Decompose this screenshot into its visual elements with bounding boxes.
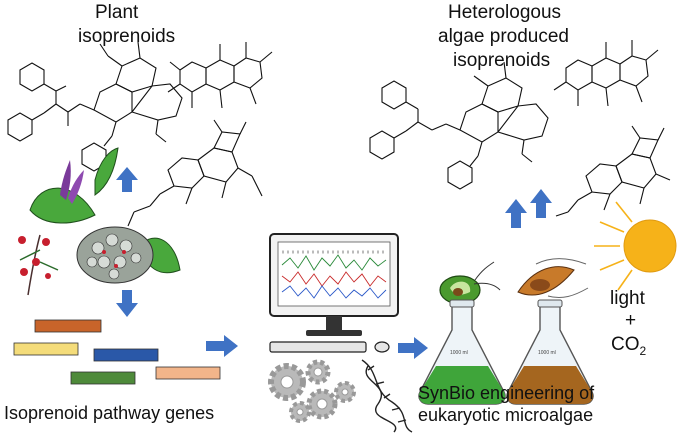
gears-icon (268, 359, 356, 423)
isoprenoid-genes (13, 319, 221, 385)
taxol-molecule-algae-icon (369, 61, 549, 190)
gene-orange (34, 319, 102, 333)
plant-icon (18, 147, 181, 296)
algae-title-line2: algae produced (438, 26, 569, 47)
arrow-up-algae-2 (530, 189, 552, 218)
dna-helix-icon (361, 359, 413, 433)
gene-peach (155, 366, 221, 380)
co2-subscript: 2 (640, 344, 647, 358)
synbio-caption-line1: SynBio engineering of (418, 383, 595, 403)
taxol-molecule-icon (7, 41, 183, 172)
co2-label: CO2 (611, 334, 647, 358)
synbio-caption-line2: eukaryotic microalgae (418, 405, 593, 425)
flask-green-icon (418, 299, 506, 405)
flask-brown-icon (506, 299, 594, 405)
arrow-right-algae (398, 337, 428, 359)
flow-arrows (116, 167, 552, 359)
arrow-down-genes (116, 290, 138, 317)
algae-title-line3: isoprenoids (453, 50, 550, 71)
sun-icon (594, 201, 677, 291)
arrow-right-computer (206, 335, 238, 357)
plant-title-line1: Plant (95, 2, 139, 23)
flask-brown-volume: 1000 ml (538, 350, 556, 356)
ingenol-molecule-algae-icon (555, 125, 671, 217)
microalgae-icon (439, 258, 589, 305)
gene-blue (93, 348, 159, 362)
forskolin-molecule-icon (167, 42, 273, 109)
co2-text: CO (611, 334, 640, 355)
plus-label: + (625, 310, 636, 331)
gene-yellow (13, 342, 79, 356)
computer-icon (269, 233, 399, 353)
algae-title-line1: Heterologous (448, 2, 561, 23)
genes-caption: Isoprenoid pathway genes (4, 403, 214, 423)
light-label: light (610, 288, 646, 309)
plant-title-line2: isoprenoids (78, 26, 175, 47)
ingenol-molecule-icon (127, 119, 263, 227)
flask-green-volume: 1000 ml (450, 350, 468, 356)
arrow-up-algae-1 (505, 199, 527, 228)
forskolin-molecule-algae-icon (553, 40, 659, 107)
gene-green (70, 371, 136, 385)
arrow-up-plant (116, 167, 138, 192)
